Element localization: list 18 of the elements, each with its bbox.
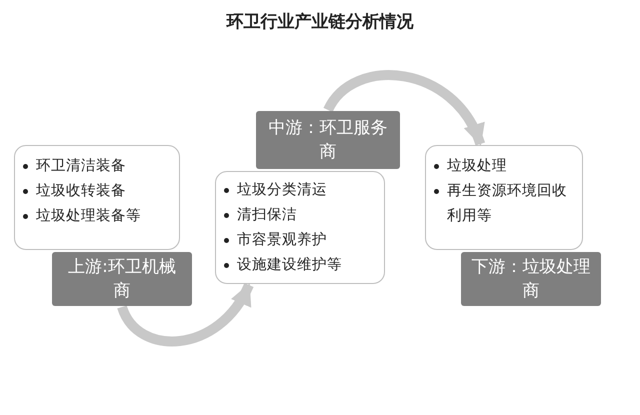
stage-label: 中游：环卫服务商: [256, 111, 400, 169]
title: 环卫行业产业链分析情况: [225, 11, 414, 33]
content-card: [14, 145, 180, 250]
list-item: 设施建设维护等: [237, 256, 342, 275]
stage-label: 上游:环卫机械商: [52, 252, 192, 306]
list-item: 垃圾分类清运: [237, 181, 327, 200]
curved-arrow: [324, 70, 485, 146]
list-item: 垃圾处理: [447, 157, 507, 176]
stage-label: 下游：垃圾处理商: [461, 252, 601, 306]
list-item: 环卫清洁装备: [36, 157, 126, 176]
list-item: 再生资源环境回收利用等: [447, 182, 568, 226]
list-item: 市容景观养护: [237, 230, 327, 250]
content-card: [215, 171, 385, 284]
list-item: 清扫保洁: [237, 206, 297, 225]
curved-arrow: [117, 282, 254, 346]
list-item: 垃圾收转装备: [36, 182, 126, 201]
list-item: 垃圾处理装备等: [36, 207, 141, 226]
content-card: [425, 145, 583, 250]
